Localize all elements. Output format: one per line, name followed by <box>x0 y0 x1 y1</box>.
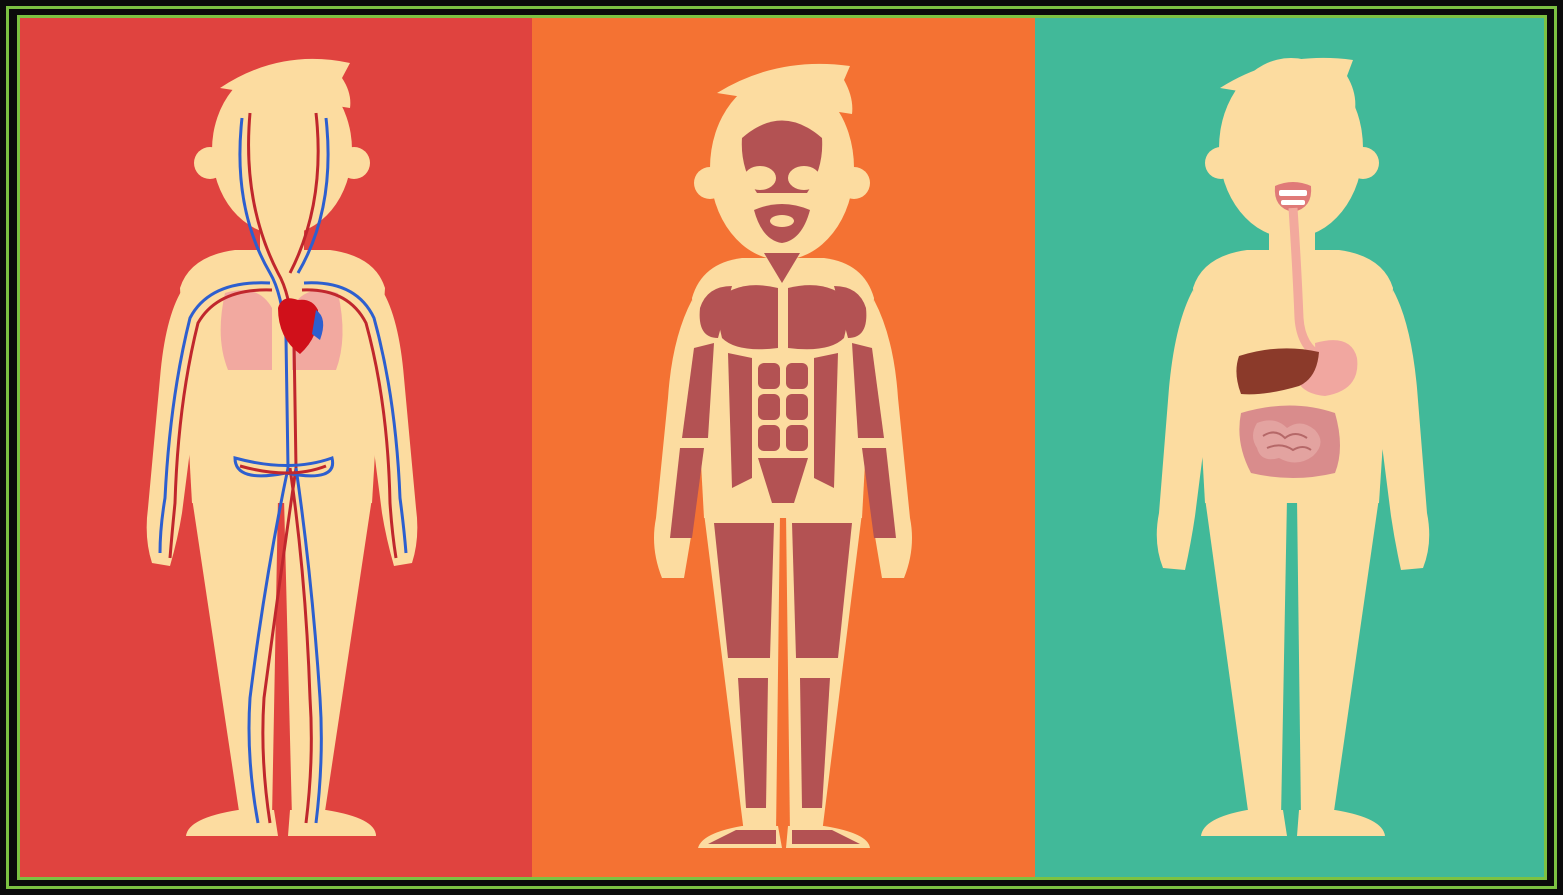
body-systems-illustration <box>20 18 1544 877</box>
muscular-system-figure-icon <box>532 18 1035 877</box>
left-lung <box>221 290 272 370</box>
digestive-system-figure-icon <box>1035 18 1544 877</box>
circulatory-system-panel <box>20 18 532 877</box>
digestive-system-panel <box>1035 18 1544 877</box>
muscular-system-panel <box>532 18 1035 877</box>
circulatory-system-figure-icon <box>20 18 532 877</box>
